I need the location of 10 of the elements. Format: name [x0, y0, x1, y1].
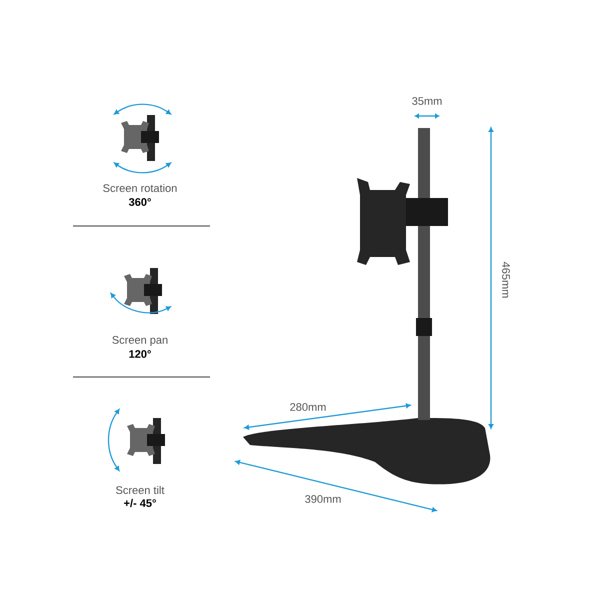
feature-caption: Screen rotation — [103, 184, 177, 192]
dimension-label: 35mm — [412, 97, 442, 105]
dimension-label: 390mm — [305, 495, 341, 503]
feature-value: 360° — [128, 198, 151, 206]
dimension-label: 465mm — [502, 262, 510, 298]
dimension-label: 280mm — [290, 403, 326, 411]
feature-caption: Screen tilt — [116, 486, 164, 494]
feature-value: 120° — [129, 350, 151, 358]
feature-value: +/- 45° — [124, 498, 156, 508]
feature-caption: Screen pan — [112, 336, 168, 346]
